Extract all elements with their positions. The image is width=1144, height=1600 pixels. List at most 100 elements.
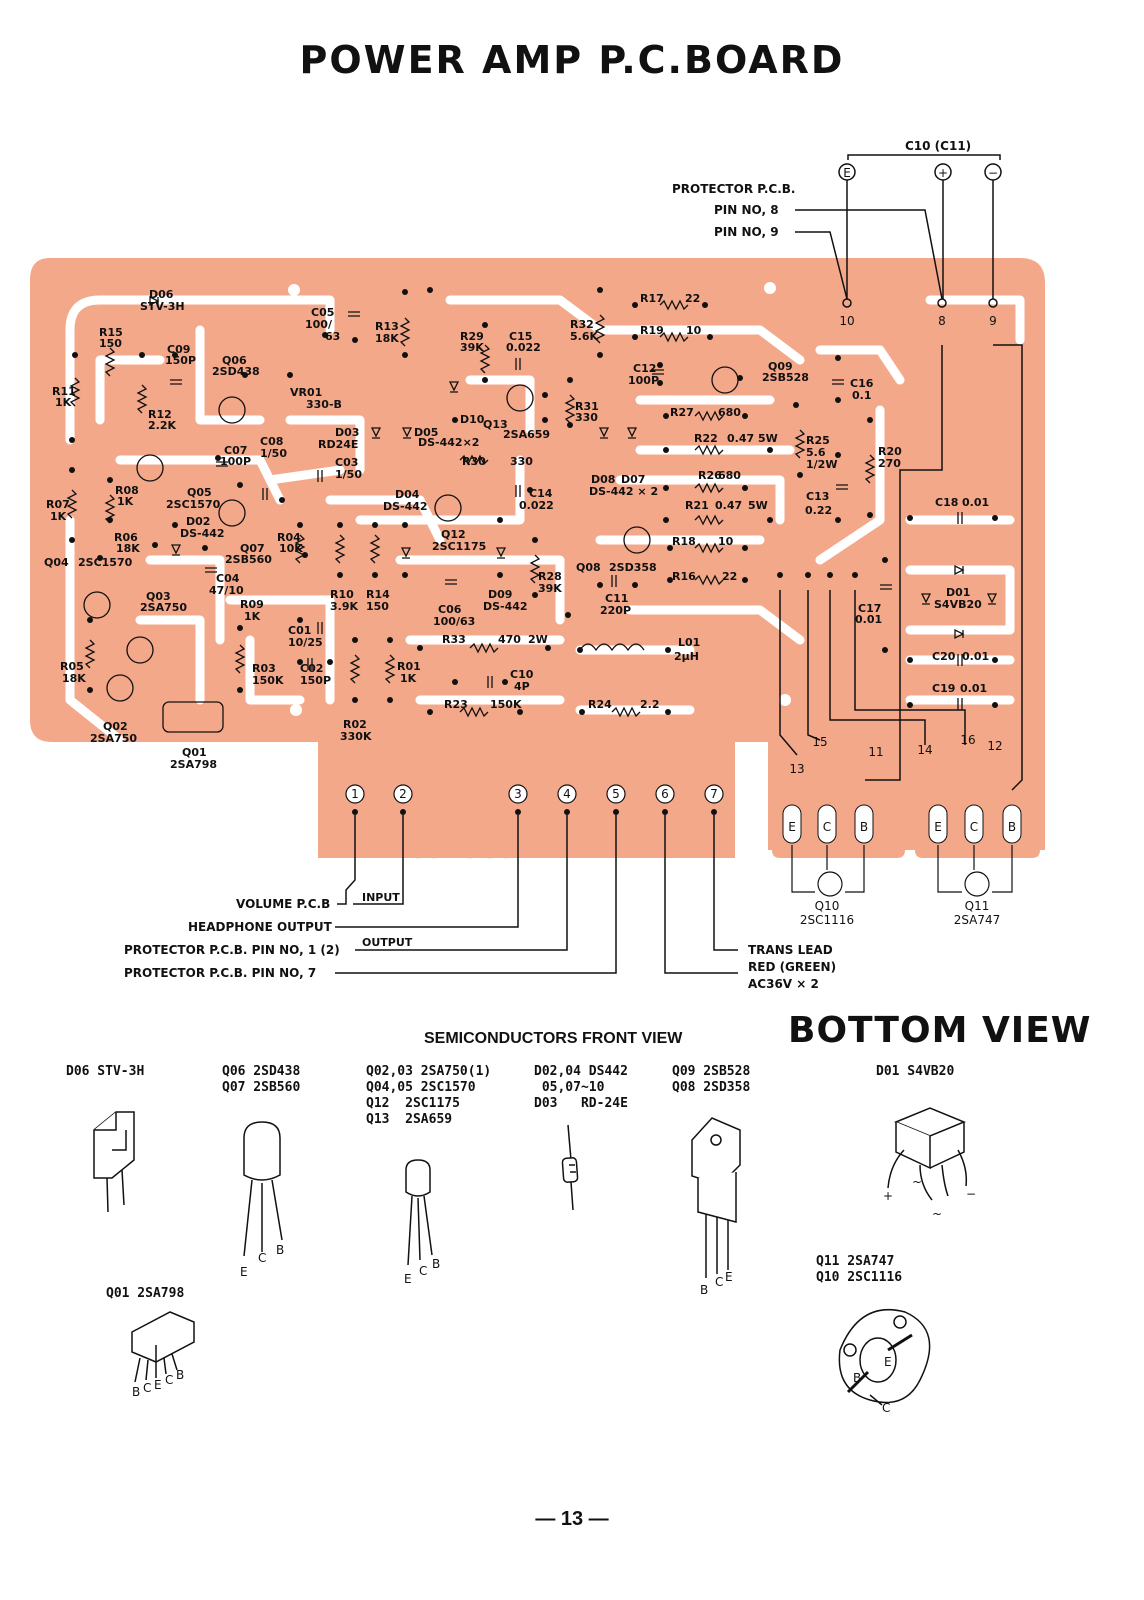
- label-q09-part: 2SB528: [762, 371, 809, 384]
- label-r19-val: 10: [686, 324, 702, 337]
- d01-pin-minus: −: [966, 1187, 976, 1201]
- part-q11-q10: Q11 2SA747 Q10 2SC1116: [816, 1254, 903, 1285]
- label-l01: L01: [678, 636, 700, 649]
- label-c20: C20: [932, 650, 956, 663]
- label-r16-val: 22: [722, 570, 737, 583]
- label-q01: Q01: [182, 746, 207, 759]
- top-pins: 10 8 9: [839, 298, 998, 328]
- q11-e-label: E: [934, 820, 942, 834]
- pin-10-label: 10: [839, 314, 854, 328]
- power-leads: [779, 344, 1023, 791]
- part-d06: D06 STV-3H: [66, 1064, 145, 1079]
- component-labels: D06 STV-3H R15 150 C09 150P Q06 2SD438 R…: [44, 288, 989, 771]
- label-r13-val: 18K: [375, 332, 399, 345]
- q02-pin-b: B: [432, 1257, 440, 1271]
- label-c13: C13: [806, 490, 829, 503]
- label-c04-val: 47/10: [209, 584, 244, 597]
- label-r28: R28: [538, 570, 562, 583]
- label-r04: R04: [277, 531, 301, 544]
- q10-part-label: 2SC1116: [800, 913, 854, 927]
- q01-pin-e: E: [154, 1378, 162, 1392]
- diode-drawing: [561, 1124, 579, 1211]
- label-c06-val: 100/63: [433, 615, 475, 628]
- label-q02-part: 2SA750: [90, 732, 137, 745]
- label-c04: C04: [216, 572, 240, 585]
- label-c09: C09: [167, 343, 190, 356]
- label-d09: D09: [488, 588, 512, 601]
- edge-pin-3: 3: [508, 784, 528, 815]
- label-r14-val: 150: [366, 600, 389, 613]
- label-d03: D03: [335, 426, 359, 439]
- label-c14: C14: [529, 487, 553, 500]
- label-c08-val: 1/50: [260, 447, 287, 460]
- label-r12-val: 2.2K: [148, 419, 176, 432]
- label-c03-val: 1/50: [335, 468, 362, 481]
- edge-pin-5: 5: [606, 784, 626, 815]
- pin9-label: PIN NO, 9: [714, 225, 779, 239]
- label-q09: Q09: [768, 360, 793, 373]
- edge-pin-1-label: 1: [351, 787, 359, 801]
- label-c07-val: 100P: [220, 455, 251, 468]
- label-r06: R06: [114, 531, 138, 544]
- label-q06: Q06: [222, 354, 247, 367]
- label-r15-val: 150: [99, 337, 122, 350]
- bottom-view-heading: BOTTOM VIEW: [788, 1010, 1092, 1051]
- q06-drawing: [243, 1121, 283, 1257]
- label-r21: R21: [685, 499, 709, 512]
- q09-pin-c: C: [715, 1275, 723, 1289]
- socket-15-label: 15: [812, 735, 827, 749]
- label-q12-part: 2SC1175: [432, 540, 486, 553]
- board-number: 4 22692989: [345, 835, 517, 865]
- label-q03: Q03: [146, 590, 171, 603]
- label-c11: C11: [605, 592, 628, 605]
- label-r09-val: 1K: [244, 610, 261, 623]
- label-c15-val: 0.022: [506, 341, 541, 354]
- q09-drawing: [691, 1117, 741, 1278]
- socket-12-label: 12: [987, 739, 1002, 753]
- q02-pin-e: E: [404, 1272, 412, 1286]
- part-d01: D01 S4VB20: [876, 1064, 955, 1079]
- label-r07: R07: [46, 498, 70, 511]
- edge-pins: 1 2 3 4 5: [345, 784, 724, 815]
- semiconductors-title: SEMICONDUCTORS FRONT VIEW: [424, 1030, 683, 1047]
- e-terminal-label: E: [843, 166, 851, 180]
- q02-pin-c: C: [419, 1264, 427, 1278]
- headphone-output-label: HEADPHONE OUTPUT: [188, 920, 333, 934]
- label-q02: Q02: [103, 720, 128, 733]
- label-c06: C06: [438, 603, 462, 616]
- q01-pin-b1: B: [132, 1385, 140, 1399]
- pin-9-label: 9: [989, 314, 997, 328]
- d01-pin-ac1: ~: [912, 1175, 922, 1189]
- q01-pin-b2: B: [176, 1368, 184, 1382]
- label-r05: R05: [60, 660, 84, 673]
- pin-8-label: 8: [938, 314, 946, 328]
- label-c11-val: 220P: [600, 604, 631, 617]
- label-r02: R02: [343, 718, 367, 731]
- q11-pin-c: C: [882, 1401, 890, 1415]
- label-c12: C12: [633, 362, 656, 375]
- part-q09-q08: Q09 2SB528 Q08 2SD358: [672, 1064, 751, 1095]
- label-l01-val: 2μH: [674, 650, 699, 663]
- edge-pin-6: 6: [655, 784, 675, 815]
- label-q03-part: 2SA750: [140, 601, 187, 614]
- label-d01: D01: [946, 586, 970, 599]
- label-q13: Q13: [483, 418, 508, 431]
- label-r05-val: 18K: [62, 672, 86, 685]
- part-q06-q07: Q06 2SD438 Q07 2SB560: [222, 1064, 301, 1095]
- label-r23-val: 150K: [490, 698, 522, 711]
- label-r12: R12: [148, 408, 172, 421]
- protector-pcb-label: PROTECTOR P.C.B.: [672, 182, 795, 196]
- label-d08: D08: [591, 473, 615, 486]
- label-c05-v: 63: [325, 330, 340, 343]
- label-c02-val: 150P: [300, 674, 331, 687]
- label-c05-val: 100/: [305, 318, 333, 331]
- part-d-group: D02,04 DS442 05,07~10 D03 RD-24E: [534, 1064, 628, 1111]
- d01-pin-ac2: ~: [932, 1207, 942, 1221]
- label-r29: R29: [460, 330, 484, 343]
- q11-b-label: B: [1008, 820, 1016, 834]
- q06-pin-c: C: [258, 1251, 266, 1265]
- socket-11-label: 11: [868, 745, 883, 759]
- label-r07-val: 1K: [50, 510, 67, 523]
- socket-14-label: 14: [917, 743, 932, 757]
